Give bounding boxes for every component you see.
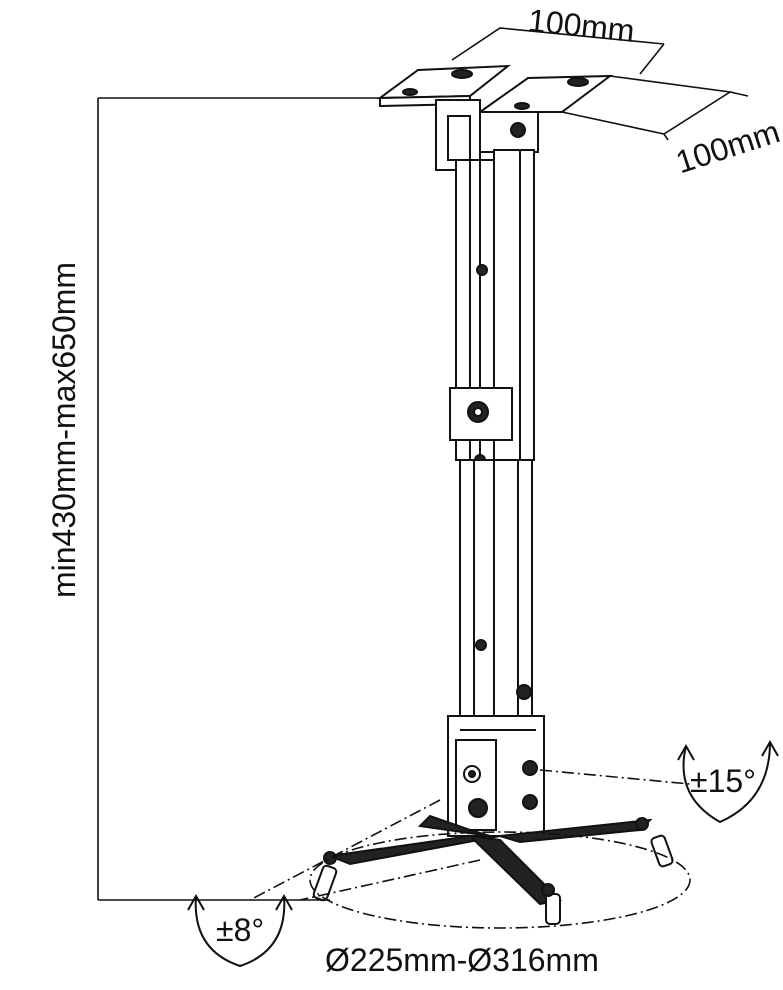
tilt-head [447,715,545,837]
rotation-guides [249,769,691,929]
diameter-range-label: Ø225mm-Ø316mm [325,942,599,978]
inner-tube [459,459,533,721]
tilt-angle-label: ±15° [690,763,756,799]
dimension-lines [97,27,749,901]
swivel-arc [187,893,293,968]
spider-base [326,814,653,906]
top-bracket [435,99,539,171]
tilt-arc [677,739,779,824]
height-adjust-collar [449,387,513,466]
mount-feet [312,817,674,925]
ceiling-plate-right [476,74,614,113]
swivel-angle-label: ±8° [216,912,265,948]
height-range-label: min430mm-max650mm [46,261,82,598]
